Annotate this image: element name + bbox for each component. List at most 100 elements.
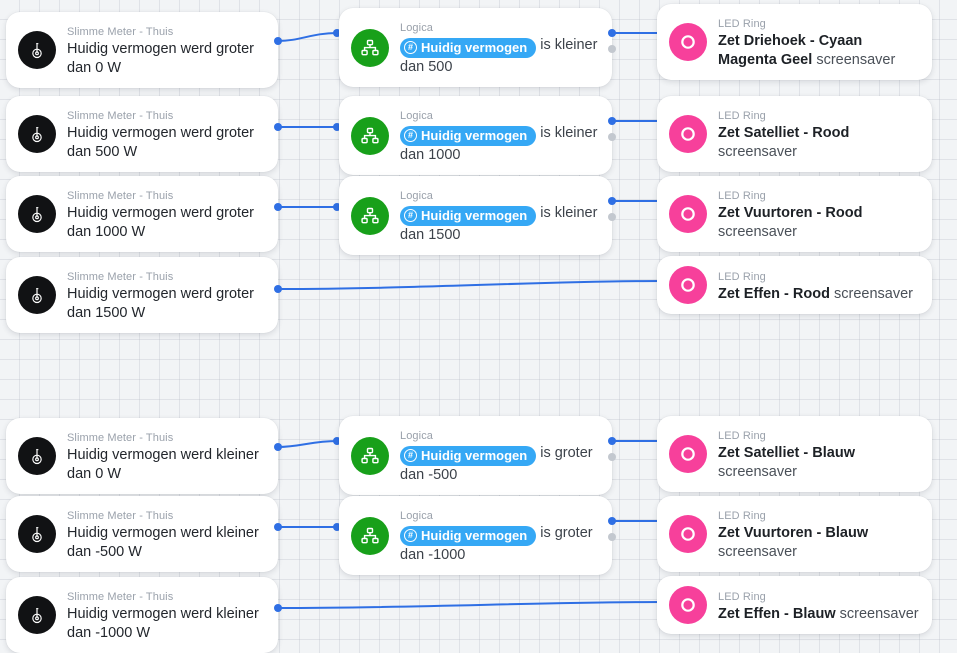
trigger-owner: Slimme Meter - Thuis [67,271,174,283]
trigger-card[interactable]: Slimme Meter - Thuis Huidig vermogen wer… [6,96,278,172]
action-card[interactable]: LED Ring Zet Satelliet - Blauw screensav… [657,416,932,492]
trigger-output-port[interactable] [274,203,282,211]
trigger-owner: Slimme Meter - Thuis [67,110,174,122]
trigger-owner: Slimme Meter - Thuis [67,190,174,202]
led-ring-icon [669,435,707,473]
smart-meter-icon [18,195,56,233]
trigger-output-port[interactable] [274,604,282,612]
logic-false-port[interactable] [608,533,616,541]
trigger-output-port[interactable] [274,285,282,293]
token-label: Huidig vermogen [421,528,528,543]
logic-true-port[interactable] [608,517,616,525]
logic-true-port[interactable] [608,197,616,205]
action-owner: LED Ring [718,430,766,442]
action-owner: LED Ring [718,18,766,30]
condition-owner: Logica [400,510,434,522]
led-ring-icon [669,115,707,153]
action-suffix: screensaver [718,144,797,160]
logic-input-port[interactable] [333,523,341,531]
condition-operator: is kleiner dan [400,125,598,163]
logic-false-port[interactable] [608,453,616,461]
logic-false-port[interactable] [608,45,616,53]
trigger-card[interactable]: Slimme Meter - Thuis Huidig vermogen wer… [6,418,278,494]
condition-operator: is kleiner dan [400,205,598,243]
condition-value: -500 [428,467,458,483]
logic-input-port[interactable] [333,437,341,445]
token-chip[interactable]: # Huidig vermogen [400,446,537,466]
action-suffix: screensaver [718,544,797,560]
condition-owner: Logica [400,22,434,34]
trigger-title: Huidig vermogen werd kleiner dan -1000 W [67,606,259,641]
logic-true-port[interactable] [608,29,616,37]
connector-trigger4-action4 [277,280,665,290]
token-chip[interactable]: #Huidig vermogen [400,206,537,226]
action-card[interactable]: LED Ring Zet Vuurtoren - Rood screensave… [657,176,932,252]
trigger-title: Huidig vermogen werd groter dan 1000 W [67,205,254,240]
hash-icon: # [404,449,417,462]
trigger-owner: Slimme Meter - Thuis [67,510,174,522]
condition-value: -1000 [428,547,466,563]
trigger-owner: Slimme Meter - Thuis [67,26,174,38]
logic-false-port[interactable] [608,213,616,221]
led-ring-icon [669,515,707,553]
led-ring-icon [669,586,707,624]
condition-card[interactable]: Logica #Huidig vermogen is kleiner dan 5… [339,8,612,87]
condition-value: 1500 [428,227,461,243]
action-suffix: screensaver [718,224,797,240]
condition-operator: is kleiner dan [400,37,598,75]
smart-meter-icon [18,437,56,475]
trigger-output-port[interactable] [274,123,282,131]
logic-input-port[interactable] [333,29,341,37]
logic-false-port[interactable] [608,133,616,141]
trigger-card[interactable]: Slimme Meter - Thuis Huidig vermogen wer… [6,577,278,653]
action-card[interactable]: LED Ring Zet Effen - Blauw screensaver [657,576,932,634]
trigger-title: Huidig vermogen werd groter dan 0 W [67,41,254,76]
token-chip[interactable]: #Huidig vermogen [400,38,537,58]
smart-meter-icon [18,515,56,553]
smart-meter-icon [18,596,56,634]
smart-meter-icon [18,31,56,69]
condition-card[interactable]: Logica #Huidig vermogen is kleiner dan 1… [339,96,612,175]
action-card[interactable]: LED Ring Zet Driehoek - Cyaan Magenta Ge… [657,4,932,80]
trigger-output-port[interactable] [274,37,282,45]
condition-card[interactable]: Logica #Huidig vermogen is groter dan -5… [339,416,612,495]
condition-card[interactable]: Logica #Huidig vermogen is kleiner dan 1… [339,176,612,255]
action-card[interactable]: LED Ring Zet Effen - Rood screensaver [657,256,932,314]
hash-icon: # [404,129,417,142]
action-owner: LED Ring [718,110,766,122]
trigger-card[interactable]: Slimme Meter - Thuis Huidig vermogen wer… [6,257,278,333]
token-chip[interactable]: #Huidig vermogen [400,126,537,146]
action-owner: LED Ring [718,510,766,522]
trigger-output-port[interactable] [274,443,282,451]
trigger-title: Huidig vermogen werd kleiner dan 0 W [67,447,259,482]
trigger-output-port[interactable] [274,523,282,531]
smart-meter-icon [18,276,56,314]
led-ring-icon [669,23,707,61]
action-suffix: screensaver [834,285,913,302]
action-card[interactable]: LED Ring Zet Vuurtoren - Blauw screensav… [657,496,932,572]
token-label: Huidig vermogen [421,448,528,463]
logic-true-port[interactable] [608,117,616,125]
logic-input-port[interactable] [333,123,341,131]
logic-icon [351,28,389,67]
action-owner: LED Ring [718,590,766,603]
action-name: Zet Vuurtoren - Blauw [718,525,869,541]
action-name: Zet Satelliet - Blauw [718,445,855,461]
trigger-card[interactable]: Slimme Meter - Thuis Huidig vermogen wer… [6,12,278,88]
action-suffix: screensaver [839,605,919,622]
action-suffix: screensaver [816,52,896,68]
led-ring-icon [669,195,707,233]
logic-true-port[interactable] [608,437,616,445]
trigger-card[interactable]: Slimme Meter - Thuis Huidig vermogen wer… [6,176,278,252]
condition-value: 500 [428,59,453,75]
token-chip[interactable]: # Huidig vermogen [400,526,537,546]
condition-card[interactable]: Logica #Huidig vermogen is groter dan -1… [339,496,612,575]
condition-owner: Logica [400,430,434,442]
hash-icon: # [404,529,417,542]
action-card[interactable]: LED Ring Zet Satelliet - Rood screensave… [657,96,932,172]
action-name: Zet Vuurtoren - Rood [718,205,863,221]
trigger-card[interactable]: Slimme Meter - Thuis Huidig vermogen wer… [6,496,278,572]
logic-icon [351,116,389,155]
logic-input-port[interactable] [333,203,341,211]
